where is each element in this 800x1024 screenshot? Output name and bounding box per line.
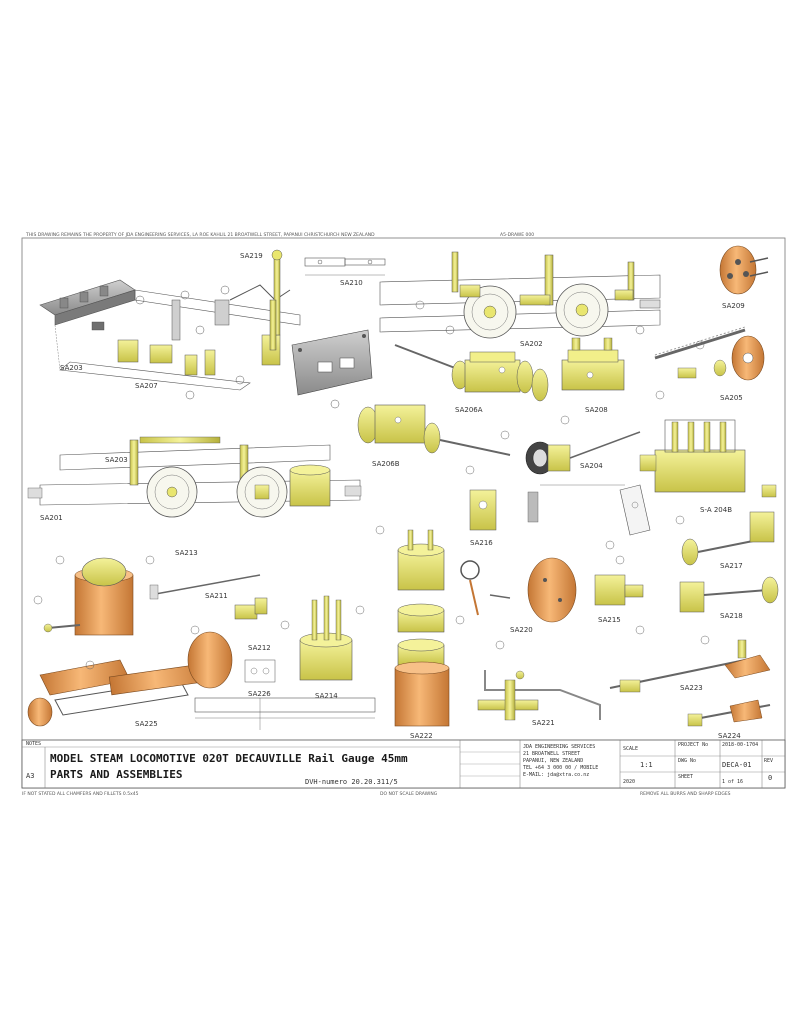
rod-sa210: SA210 [304,257,386,287]
axle-sa218: SA218 [679,576,779,620]
drawing-subtitle: PARTS AND ASSEMBLIES [50,768,182,781]
label-sa204: SA204 [580,462,603,470]
scale-label: SCALE [623,746,638,752]
label-sa203: SA203 [60,364,83,372]
label-sa221: SA221 [532,719,555,727]
rev-value: 0 [768,774,772,782]
label-sa206b: SA206B [372,460,400,468]
dome-sa211: SA211 [43,557,261,636]
cylinder-sa206b: SA206B [357,404,511,468]
ring-sa204: SA204 [525,431,641,475]
label-sa209: SA209 [722,302,745,310]
sheet-size: A3 [26,772,34,780]
dwg-value: DECA-01 [722,761,752,769]
label-sa210: SA210 [340,279,363,287]
drawing-number: DVH-numero 20.20.311/5 [305,778,398,786]
label-sa207: SA207 [135,382,158,390]
company-line-1: JDA ENGINEERING SERVICES [523,744,595,750]
burner-sa214: SA214 [299,595,353,700]
project-value: 2018-00-1704 [722,742,758,748]
header-note: THIS DRAWING REMAINS THE PROPERTY OF JDA… [25,232,375,238]
label-sa206a: SA206A [455,406,483,414]
label-sa218: SA218 [720,612,743,620]
footer-left-note: IF NOT STATED ALL CHAMFERS AND FILLETS 0… [22,791,139,797]
sheet-label: SHEET [678,774,693,780]
sheet-value: 1 of 16 [722,779,743,785]
scale-value: 1:1 [640,761,653,769]
title-block: NOTES A3 MODEL STEAM LOCOMOTIVE 020T DEC… [21,739,786,789]
stack-sa222: SA222 [394,529,450,740]
firebox-sa225: SA225 SA226 [27,631,276,728]
dwg-label: DWG No [678,758,696,764]
label-sa202: SA202 [520,340,543,348]
label-sa208: SA208 [585,406,608,414]
fitting-sa215: SA215 [594,574,644,624]
label-sa223: SA223 [680,684,703,692]
company-line-3: PAPANUI, NEW ZEALAND [523,758,583,764]
label-sa222: SA222 [410,732,433,740]
cylinder-sa206a: SA206A [394,344,549,414]
label-sa203b: SA203 [105,456,128,464]
label-sa201: SA201 [40,514,63,522]
plate-outline [194,697,376,730]
block-sa204b: S-A 204B [639,419,777,514]
wheel-sa209: SA209 [719,245,769,310]
pipes-sa221: SA221 [477,670,601,727]
item-balloons [33,300,710,670]
gauge-sa220: SA220 [460,557,577,634]
date-value: 2020 [623,779,635,785]
label-sa217: SA217 [720,562,743,570]
label-sa224: SA224 [718,732,741,740]
label-sa211: SA211 [205,592,228,600]
label-sa204b: S-A 204B [700,506,732,514]
label-sa214: SA214 [315,692,338,700]
bracket-sa216: SA216 [469,484,651,547]
fitting-sa224: SA224 [687,699,771,740]
frame-assembly: SA203 SA207 SA219 [39,249,301,400]
label-sa220: SA220 [510,626,533,634]
label-sa225: SA225 [135,720,158,728]
label-sa212: SA212 [248,644,271,652]
company-line-4: TEL +64 3 000 00 / MOBILE [523,765,598,771]
label-sa216: SA216 [470,539,493,547]
chassis-wheels: SA202 [379,251,661,348]
footer-mid-note: DO NOT SCALE DRAWING [380,791,438,797]
gear-sa205: SA205 [654,326,765,402]
label-sa205: SA205 [720,394,743,402]
axle-sa217: SA217 [681,511,775,570]
valve-chest-sa208: SA208 [561,337,625,414]
project-label: PROJECT No [678,742,708,748]
fitting-sa212: SA212 [234,597,271,652]
label-sa215: SA215 [598,616,621,624]
company-line-5: E-MAIL: jda@xtra.co.nz [523,772,589,778]
label-sa219: SA219 [240,252,263,260]
label-sa226: SA226 [248,690,271,698]
chassis-sa213: SA201 SA213 SA203 [27,436,362,557]
buffer-plate [291,329,373,409]
rev-label: REV [764,758,773,764]
rod-sa223: SA223 [609,639,771,693]
company-line-2: 21 BROATWELL STREET [523,751,580,757]
drawing-title: MODEL STEAM LOCOMOTIVE 020T DECAUVILLE R… [50,752,408,765]
sheet-note: A5-DRAWE 000 [500,232,534,238]
label-sa213: SA213 [175,549,198,557]
notes-label: NOTES [26,741,41,747]
footer-right-note: REMOVE ALL BURRS AND SHARP EDGES [640,791,731,797]
